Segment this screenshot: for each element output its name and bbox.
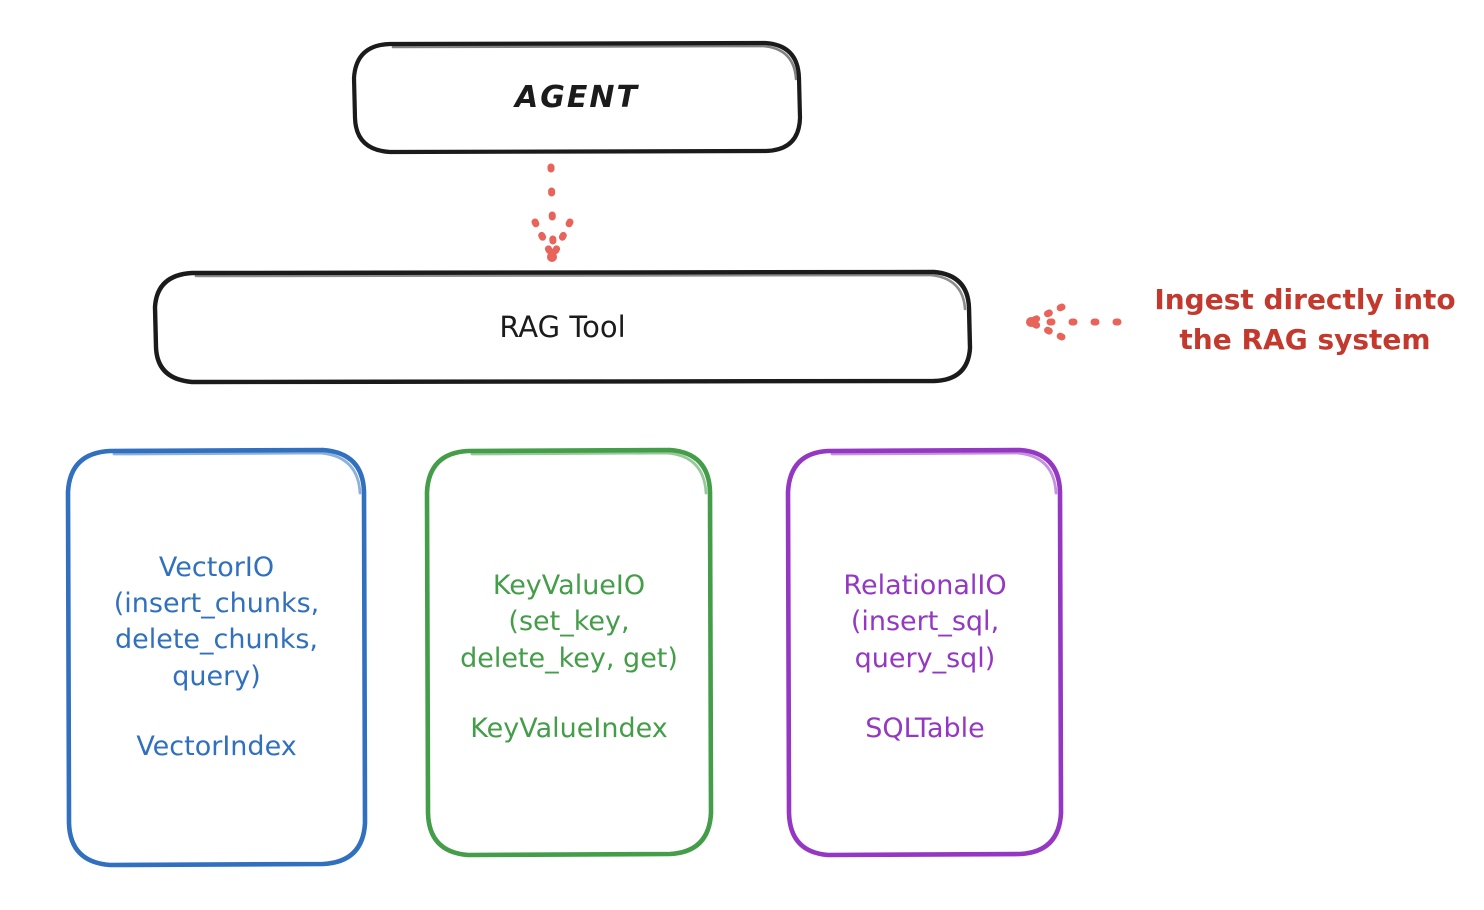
ingest-arrow-tip — [1026, 317, 1036, 327]
relational-io-api-text: RelationalIO (insert_sql, query_sql) — [843, 570, 1007, 674]
relational-io-index-text: SQLTable — [865, 712, 985, 744]
agent-to-rag-tool-arrow-shaft — [547, 163, 557, 249]
agent-node-text: AGENT — [515, 80, 639, 115]
relational-io-node-label: RelationalIO (insert_sql, query_sql) SQL… — [790, 450, 1060, 865]
agent-to-rag-tool-arrowhead-left — [531, 218, 556, 260]
ingest-arrowhead-bottom — [1028, 319, 1066, 341]
ingest-arrowhead-top — [1028, 303, 1066, 325]
key-value-io-api-text: KeyValueIO (set_key, delete_key, get) — [460, 570, 678, 674]
rag-tool-node-text: RAG Tool — [499, 310, 626, 344]
key-value-io-node-label: KeyValueIO (set_key, delete_key, get) Ke… — [428, 450, 710, 865]
vector-io-index-text: VectorIndex — [136, 730, 297, 762]
rag-tool-node-label: RAG Tool — [155, 272, 970, 382]
agent-to-rag-tool-arrow-tip — [547, 252, 557, 262]
vector-io-api-text: VectorIO (insert_chunks, delete_chunks, … — [113, 552, 320, 692]
vector-io-node-label: VectorIO (insert_chunks, delete_chunks, … — [68, 450, 365, 865]
key-value-io-index-text: KeyValueIndex — [470, 712, 668, 744]
agent-node-label: AGENT — [354, 43, 800, 152]
agent-to-rag-tool-arrowhead-right — [549, 218, 574, 260]
agent-to-rag-tool-arrow — [531, 163, 574, 262]
ingest-annotation-text: Ingest directly into the RAG system — [1154, 283, 1456, 356]
ingest-to-rag-tool-arrow — [1026, 303, 1122, 341]
